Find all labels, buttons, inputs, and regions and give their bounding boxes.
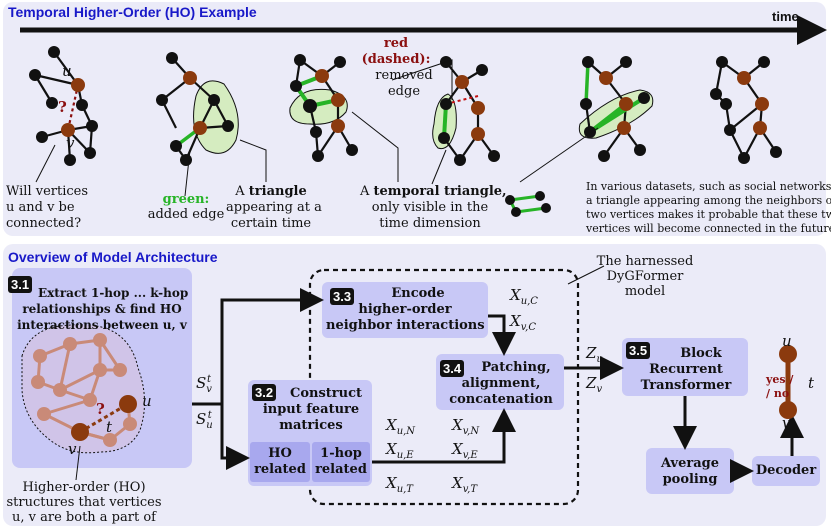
out-u-label: u: [782, 332, 792, 350]
x-vc-label: Xv,C: [510, 312, 536, 333]
x-un-label: Xu,N: [386, 416, 416, 437]
x-vt-label: Xv,T: [452, 474, 477, 495]
dygformer-region: [308, 268, 580, 506]
box-3-2-line-1: Construct: [289, 386, 362, 401]
time-label: time: [772, 9, 799, 24]
decoder-label: Decoder: [755, 463, 817, 478]
triangle-caption-1: A triangle: [235, 184, 307, 199]
box-ho-related: [250, 442, 310, 482]
ho-related-line-2: related: [254, 462, 306, 477]
dygformer-caption-1: The harnessed: [596, 254, 694, 269]
ho-vertex-u: [119, 395, 137, 413]
question-caption-3: connected?: [6, 216, 82, 231]
step-3-3-badge: 3.3: [330, 288, 355, 305]
green-key: green:: [162, 192, 210, 207]
box-3-1-line-2: relationships & find HO: [22, 302, 182, 316]
s-v-label: Svt: [196, 374, 212, 395]
box-3-4-line-2: alignment,: [461, 376, 541, 391]
z-v-label: Zv: [586, 374, 603, 395]
x-vn-label: Xv,N: [452, 416, 480, 437]
ho-caption-3: u, v are both a part of: [12, 510, 156, 525]
dygformer-caption-2: DyGFormer: [606, 269, 684, 284]
ho-u-label: u: [142, 392, 152, 410]
ho-region: [21, 324, 146, 454]
ho-caption-2: structures that vertices: [6, 495, 162, 510]
x-ue-label: Xu,E: [386, 440, 414, 461]
temporal-example-title: Temporal Higher-Order (HO) Example: [8, 4, 257, 20]
architecture-title: Overview of Model Architecture: [8, 249, 218, 265]
red-caption-2: edge: [387, 84, 421, 99]
temporal-triangle-caption-3: time dimension: [379, 216, 481, 231]
box-3-4: [436, 354, 564, 410]
z-u-label: Zu: [586, 344, 603, 365]
ho-vertex-v: [71, 423, 89, 441]
question-caption-1: Will vertices: [6, 184, 89, 199]
ho-question-mark: ?: [96, 400, 105, 418]
note-line-1: In various datasets, such as social netw…: [586, 180, 831, 193]
x-ve-label: Xv,E: [452, 440, 478, 461]
box-3-4-line-1: Patching,: [481, 360, 551, 375]
hop-related-line-2: related: [315, 462, 367, 477]
box-3-5-line-2: Recurrent: [649, 362, 723, 377]
box-average-pooling: [646, 448, 734, 494]
out-v-label: v: [782, 414, 791, 432]
dygformer-caption-3: model: [624, 284, 666, 299]
box-1hop-related: [312, 442, 370, 482]
x-ut-label: Xu,T: [386, 474, 413, 495]
triangle-caption-2: appearing at a: [226, 200, 322, 215]
triangle-caption-3: certain time: [230, 216, 312, 231]
red-caption-1: removed: [375, 68, 433, 83]
box-3-3: [322, 282, 488, 338]
g1-question-mark: ?: [58, 98, 67, 116]
note-line-4: vertices will become connected in the fu…: [586, 222, 831, 235]
ho-v-label: v: [68, 440, 77, 458]
box-3-1-line-1: Extract 1-hop ... k-hop: [38, 286, 189, 300]
box-3-2-line-3: matrices: [279, 418, 343, 433]
g1-v-label: v: [66, 134, 75, 152]
step-3-1-badge: 3.1: [8, 276, 33, 293]
ho-caption-1: Higher-order (HO): [22, 480, 146, 495]
box-3-5-line-1: Block: [680, 346, 722, 361]
temporal-triangle-caption-2: only visible in the: [371, 200, 489, 215]
box-decoder: [752, 456, 820, 486]
step-3-4-badge: 3.4: [440, 360, 465, 377]
yes-label: yes /: [766, 373, 794, 386]
x-uc-label: Xu,C: [510, 286, 538, 307]
box-3-3-line-3: neighbor interactions: [326, 318, 485, 333]
average-pooling-line-1: Average: [660, 456, 720, 471]
ho-t-label: t: [106, 418, 113, 436]
average-pooling-line-2: pooling: [662, 472, 718, 487]
box-3-5: [622, 338, 748, 396]
temporal-example-panel: [3, 2, 826, 236]
no-label: / no: [766, 387, 790, 400]
graph-2-triangle-hull: [193, 80, 239, 154]
note-line-2: a triangle appearing among the neighbors…: [586, 194, 831, 207]
temporal-triangle-caption-1: A temporal triangle,: [360, 184, 507, 199]
s-u-label: Sut: [196, 410, 213, 431]
step-3-2-badge: 3.2: [252, 384, 277, 401]
box-3-5-line-3: Transformer: [640, 378, 732, 393]
red-key-1: red: [383, 36, 409, 51]
box-3-4-line-3: concatenation: [449, 392, 553, 407]
out-t-label: t: [808, 374, 815, 392]
ho-related-line-1: HO: [268, 446, 292, 461]
box-3-3-line-1: Encode: [391, 286, 445, 301]
graph-1-nodes: [29, 46, 98, 166]
note-line-3: two vertices makes it probable that thes…: [586, 208, 831, 221]
box-3-2-line-2: input feature: [262, 402, 360, 417]
box-3-3-line-2: higher-order: [358, 302, 452, 317]
box-3-1-line-3: interactions between u, v: [17, 318, 187, 332]
hop-related-line-1: 1-hop: [320, 446, 362, 461]
step-3-5-badge: 3.5: [626, 342, 651, 359]
green-caption: added edge: [147, 207, 225, 222]
g1-u-label: u: [62, 62, 72, 80]
question-caption-2: u and v be: [6, 200, 75, 215]
red-key-2: (dashed):: [361, 52, 431, 67]
